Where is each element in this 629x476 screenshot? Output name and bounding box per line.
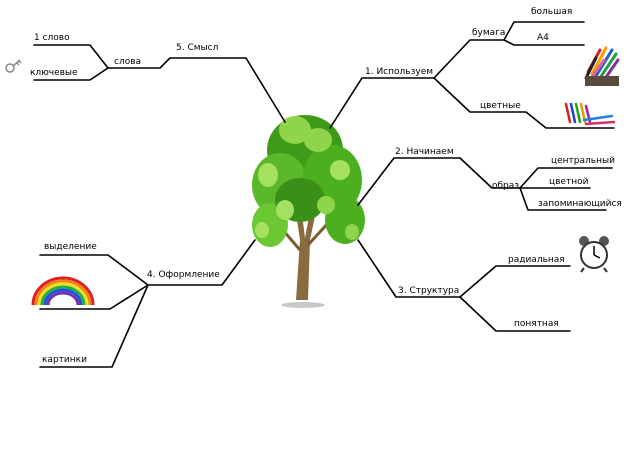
design-pictures-label: картинки [42, 355, 87, 365]
branch-meaning: 5. Смысл слова 1 слово ключевые [30, 33, 286, 123]
image-label: образ [492, 181, 519, 191]
key-icon [5, 59, 22, 73]
branch-uses: 1. Используем бумага большая А4 цветные [329, 7, 615, 129]
structure-radial-label: радиальная [508, 255, 565, 265]
image-central-label: центральный [551, 156, 615, 166]
tree-icon [252, 115, 365, 308]
paper-label: бумага [472, 28, 505, 38]
branch-design: 4. Оформление выделение картинки [39, 239, 256, 368]
markers-icon [564, 102, 616, 126]
words-key-label: ключевые [30, 68, 78, 78]
start-label: 2. Начинаем [395, 147, 454, 157]
image-colorful-label: цветной [549, 177, 589, 187]
branch-start: 2. Начинаем образ центральный цветной за… [357, 147, 622, 211]
pencils-icon [584, 46, 620, 86]
uses-label: 1. Используем [365, 67, 433, 77]
structure-clear-label: понятная [514, 319, 559, 329]
words-label: слова [114, 57, 141, 67]
branch-structure: 3. Структура радиальная понятная [357, 239, 571, 332]
paper-big-label: большая [531, 7, 572, 17]
paper-a4-label: А4 [537, 33, 549, 43]
image-memorable-label: запоминающийся [538, 199, 622, 209]
meaning-label: 5. Смысл [176, 43, 218, 53]
rainbow-icon [31, 276, 95, 306]
alarm-clock-icon [579, 236, 609, 273]
words-one-label: 1 слово [34, 33, 70, 43]
structure-label: 3. Структура [398, 286, 459, 296]
design-highlight-label: выделение [44, 242, 97, 252]
design-label: 4. Оформление [147, 270, 220, 280]
colored-label: цветные [480, 101, 521, 111]
